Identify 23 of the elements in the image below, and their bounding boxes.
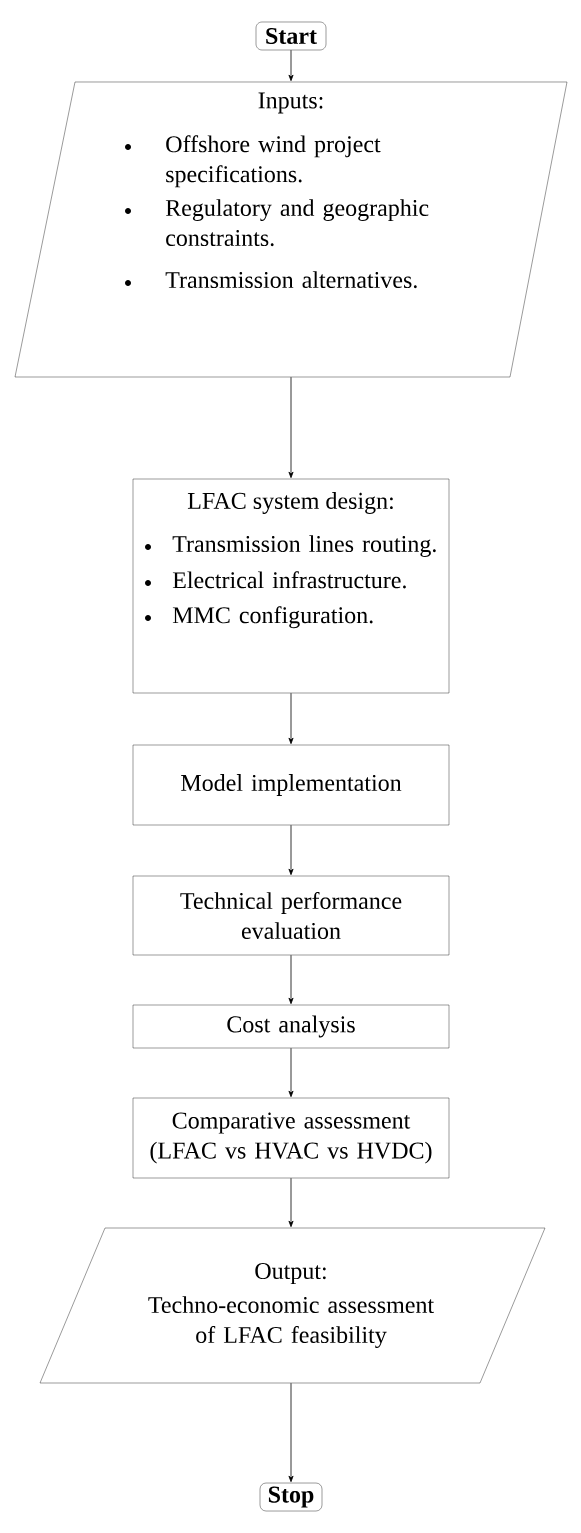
output-parallelogram: Output: Techno-economic assessment of LFAC feasibility: [39, 1227, 546, 1384]
list-item: Offshore wind project specifications.: [166, 135, 381, 188]
arrow: [288, 1382, 294, 1483]
arrow: [288, 376, 294, 479]
arrow: [288, 49, 294, 82]
arrow: [288, 692, 294, 745]
process-box: Technical performance evaluation: [132, 875, 450, 956]
process-box: Comparative assessment (LFAC vs HVAC vs HVDC): [132, 1097, 450, 1179]
terminal-box: Stop: [259, 1482, 323, 1512]
arrow: [288, 1047, 294, 1098]
list-item: MMC configuration.: [172, 606, 373, 629]
heading: Inputs:: [258, 92, 323, 114]
terminal-box: Start: [255, 21, 327, 51]
arrow: [288, 1177, 294, 1228]
heading: LFAC system design:: [187, 492, 393, 514]
list-item: Transmission alternatives.: [165, 271, 417, 289]
process-box: Cost analysis: [132, 1004, 450, 1049]
arrow: [288, 954, 294, 1005]
list-item: Electrical infrastructure.: [172, 571, 406, 589]
list-item: Transmission lines routing.: [172, 535, 436, 558]
process-box: Model implementation: [132, 744, 450, 826]
list-item: Regulatory and geographic constraints.: [165, 199, 429, 247]
arrow: [288, 824, 294, 876]
